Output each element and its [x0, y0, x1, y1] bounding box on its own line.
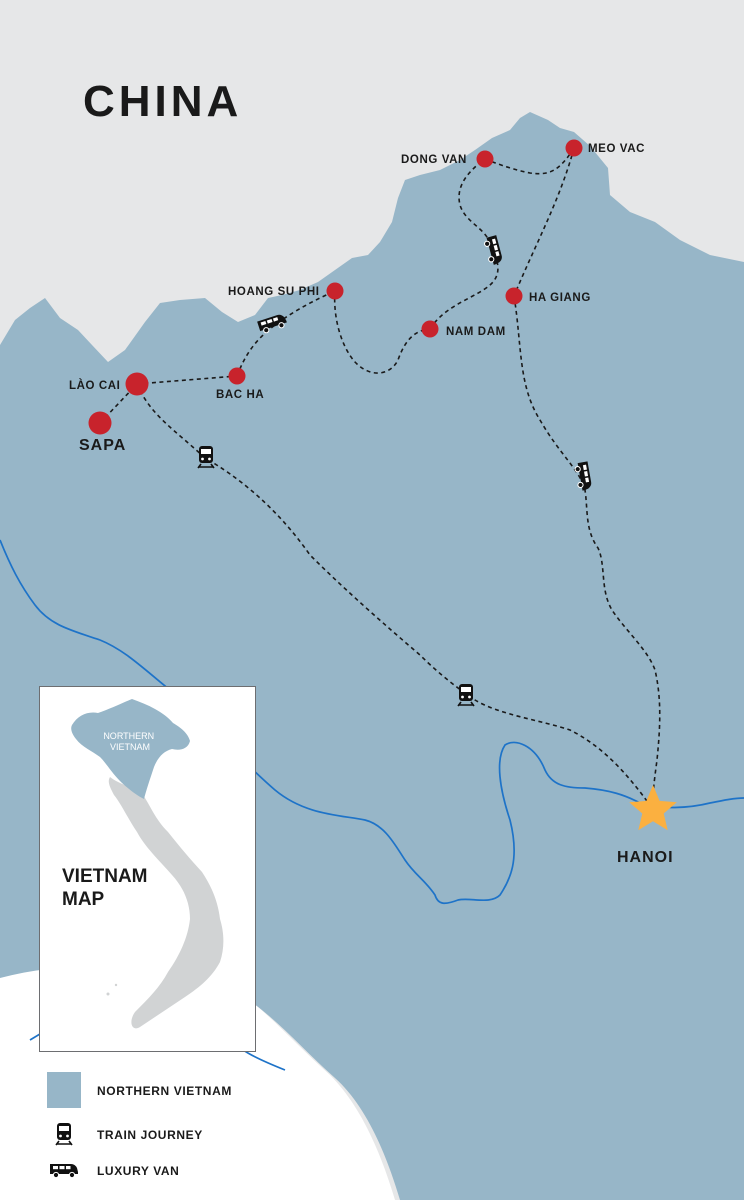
- legend-item-van: LUXURY VAN: [46, 1160, 179, 1180]
- hanoi-star-icon: [629, 785, 677, 831]
- city-label-bac-ha: BAC HA: [216, 389, 264, 401]
- route-bacha-hoangsuphi: [236, 290, 336, 377]
- vietnam-outline: NORTHERN VIETNAM: [71, 699, 224, 1029]
- ha-giang-marker: [505, 287, 523, 305]
- train-icon: [55, 1122, 73, 1146]
- country-label-china: CHINA: [83, 77, 242, 126]
- city-label-ha-giang: HA GIANG: [529, 292, 591, 304]
- vietnam-south-shape: [108, 777, 224, 1029]
- city-label-hoang-su-phi: HOANG SU PHI: [228, 286, 320, 298]
- route-dongvan-meovac: [484, 147, 575, 175]
- nam-dam-marker: [421, 320, 439, 338]
- city-label-nam-dam: NAM DAM: [446, 326, 506, 338]
- northern-vietnam-inset-shape: [71, 699, 190, 799]
- hoang-su-phi-marker: [326, 282, 344, 300]
- city-label-dong-van: DONG VAN: [401, 154, 467, 166]
- bac-ha-marker: [228, 367, 246, 385]
- legend-label-region: NORTHERN VIETNAM: [97, 1084, 232, 1098]
- lao-cai-marker: [125, 372, 149, 396]
- dong-van-marker: [476, 150, 494, 168]
- city-label-sapa: SAPA: [79, 437, 126, 454]
- legend-item-train: TRAIN JOURNEY: [46, 1120, 202, 1148]
- inset-region-label: NORTHERN VIETNAM: [103, 731, 156, 752]
- city-label-lao-cai: LÀO CAI: [69, 379, 120, 392]
- legend-label-van: LUXURY VAN: [97, 1164, 180, 1178]
- city-label-hanoi: HANOI: [617, 849, 674, 866]
- route-hoangsuphi-namdam: [333, 290, 431, 374]
- meo-vac-marker: [565, 139, 583, 157]
- red-river: [0, 539, 744, 905]
- legend-item-region: NORTHERN VIETNAM: [46, 1072, 231, 1108]
- van-icon: [49, 1163, 79, 1179]
- route-laocai-bacha: [136, 375, 238, 385]
- legend-label-train: TRAIN JOURNEY: [97, 1128, 203, 1142]
- route-meovac-hagiang: [513, 147, 575, 297]
- region-swatch-icon: [47, 1072, 81, 1108]
- sapa-marker: [88, 411, 112, 435]
- city-label-meo-vac: MEO VAC: [588, 143, 645, 155]
- route-hagiang-hanoi: [513, 295, 661, 809]
